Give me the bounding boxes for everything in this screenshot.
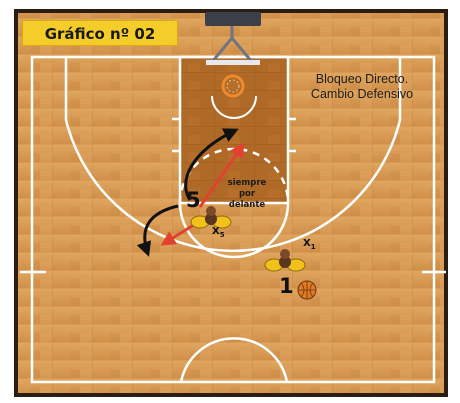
defender-x1-figure: [264, 249, 306, 272]
defender-x5-sub: 5: [219, 231, 225, 239]
caption-line-2: Cambio Defensivo: [310, 87, 414, 101]
cut-arrow-left: [136, 204, 179, 257]
note-line-1: siempre: [227, 178, 267, 188]
player-1-label: 1: [279, 274, 294, 298]
cut-arrow-up: [184, 128, 239, 201]
defender-x5-letter: X: [212, 226, 220, 237]
caption-line-1: Bloqueo Directo.: [315, 72, 409, 86]
court-lines: [20, 55, 446, 384]
restricted-arc: [211, 95, 257, 119]
defender-x5-label: X5: [212, 226, 225, 239]
caption: Bloqueo Directo. Cambio Defensivo: [292, 72, 432, 102]
diagram-title: Gráfico nº 02: [22, 20, 178, 46]
basket: [205, 12, 261, 98]
note-line-2: por: [238, 189, 256, 199]
basketball: [297, 280, 317, 300]
screen-note: siempre por delante: [216, 178, 278, 211]
defender-x1-label: X1: [303, 238, 316, 251]
note-line-3: delante: [228, 200, 266, 210]
defender-x1-letter: X: [303, 238, 311, 249]
screen-roll-arrow: [198, 142, 245, 208]
defender-x5-figure: [190, 206, 232, 229]
player-5-label: 5: [186, 188, 201, 212]
defender-x1-sub: 1: [310, 243, 316, 251]
